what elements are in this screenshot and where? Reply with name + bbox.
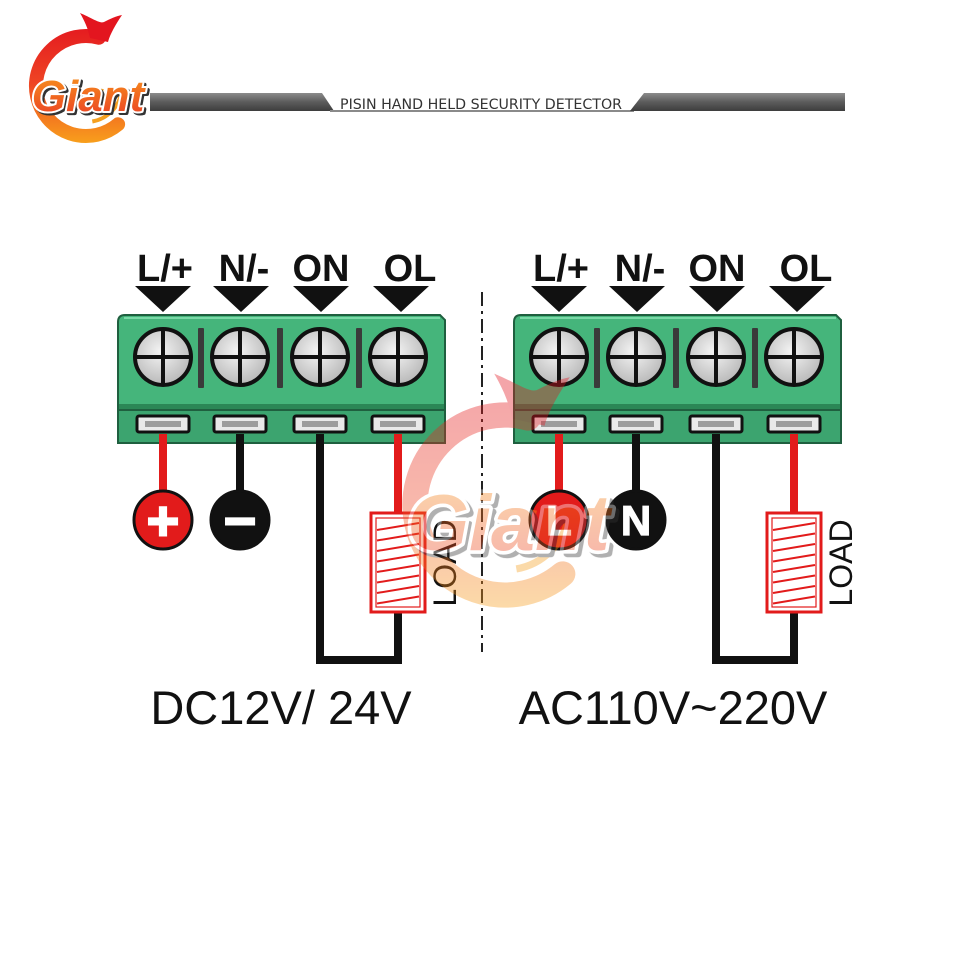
- logo-tail: [80, 13, 122, 42]
- ac-wiring: L/+ N/- ON OL: [513, 248, 859, 734]
- coil-winding: [772, 532, 816, 542]
- coil-winding: [376, 585, 420, 594]
- logo-ripples: [88, 88, 124, 124]
- logo-ripple: [88, 88, 104, 104]
- header-bar-right: [630, 93, 845, 111]
- supply-terminal-neutral: N: [605, 489, 667, 551]
- wire-slot-opening: [776, 421, 812, 427]
- arrow-down-icon: [609, 286, 665, 312]
- supply-terminal-positive: +: [132, 488, 194, 553]
- wire-slot-opening: [222, 421, 258, 427]
- terminal-separator: [752, 328, 758, 388]
- terminal-arrows: [135, 286, 429, 312]
- terminal-screw-icon: [290, 327, 350, 387]
- coil-winding: [376, 595, 420, 605]
- terminal-arrows: [531, 286, 825, 312]
- wire-on-loop: [712, 434, 798, 664]
- load-core: [771, 517, 817, 608]
- terminal-labels: L/+ N/- ON OL: [533, 248, 832, 290]
- terminal-label-on: ON: [689, 248, 746, 290]
- wires: [159, 434, 402, 664]
- wire-slot-opening: [145, 421, 181, 427]
- header-banner: PISIN HAND HELD SECURITY DETECTOR: [150, 93, 845, 113]
- logo-ring: [29, 29, 126, 143]
- coil-winding: [772, 574, 816, 584]
- supply-terminal-negative: −: [209, 488, 271, 553]
- terminal-label-n: N/-: [219, 248, 270, 290]
- supply-symbol: +: [147, 489, 180, 552]
- coil-winding: [772, 553, 816, 563]
- terminal-separator: [198, 328, 204, 388]
- wire-slot-opening: [302, 421, 338, 427]
- arrow-down-icon: [769, 286, 825, 312]
- coil-winding: [376, 574, 420, 584]
- terminal-label-n: N/-: [615, 248, 666, 290]
- ac-wiring-graphic: L/+ N/- ON OL: [513, 248, 859, 664]
- wire-slot: [608, 414, 664, 434]
- arrow-down-icon: [531, 286, 587, 312]
- terminal-label-l: L/+: [533, 248, 589, 290]
- terminal-label-ol: OL: [384, 248, 437, 290]
- supply-node: [209, 489, 271, 551]
- coil-winding: [772, 564, 816, 573]
- wire-slot: [688, 414, 744, 434]
- terminal-block-ledge: [515, 404, 840, 410]
- terminal-labels: L/+ N/- ON OL: [137, 248, 436, 290]
- coil-winding: [772, 585, 816, 594]
- voltage-caption: AC110V~220V: [519, 681, 828, 734]
- terminal-label-on: ON: [293, 248, 350, 290]
- dc-wiring: L/+ N/- ON OL: [117, 248, 463, 734]
- logo-ripple: [91, 91, 124, 124]
- wire-slot-opening: [541, 421, 577, 427]
- terminal-label-ol: OL: [780, 248, 833, 290]
- terminal-screw-icon: [764, 327, 824, 387]
- logo-ripple: [90, 90, 114, 114]
- arrow-down-icon: [293, 286, 349, 312]
- wire-on-loop: [316, 434, 402, 664]
- wire-slot: [292, 414, 348, 434]
- wire-slot: [135, 414, 191, 434]
- terminal-block-ledge: [119, 404, 444, 410]
- load-coil: [765, 511, 823, 614]
- supply-symbol: −: [224, 489, 257, 552]
- terminal-block: [513, 314, 842, 444]
- terminal-separator: [356, 328, 362, 388]
- terminal-label-l: L/+: [137, 248, 193, 290]
- terminal-separator: [277, 328, 283, 388]
- arrow-down-icon: [213, 286, 269, 312]
- wires: [555, 434, 798, 664]
- header-title: PISIN HAND HELD SECURITY DETECTOR: [340, 97, 622, 113]
- wire-slot: [370, 414, 426, 434]
- header-bar-left: [150, 93, 334, 111]
- terminal-block: [117, 314, 446, 444]
- arrow-down-icon: [689, 286, 745, 312]
- supply-node: [132, 489, 194, 551]
- wire-slot-opening: [698, 421, 734, 427]
- terminal-screw-icon: [686, 327, 746, 387]
- coil-winding: [772, 595, 816, 605]
- terminal-screw-icon: [210, 327, 270, 387]
- coil-winding: [772, 522, 816, 531]
- wire-slot: [212, 414, 268, 434]
- wire-slot-opening: [380, 421, 416, 427]
- voltage-caption: DC12V/ 24V: [150, 681, 412, 734]
- load-label: LOAD: [823, 519, 859, 606]
- supply-symbol: N: [621, 497, 651, 544]
- brand-logo: Giant: [29, 13, 149, 143]
- terminal-separator: [673, 328, 679, 388]
- coil-winding: [772, 543, 816, 552]
- terminal-screw-icon: [529, 327, 589, 387]
- arrow-down-icon: [373, 286, 429, 312]
- wire-slot: [766, 414, 822, 434]
- arrow-down-icon: [135, 286, 191, 312]
- terminal-separator: [594, 328, 600, 388]
- terminal-screw-icon: [368, 327, 428, 387]
- wire-slot-opening: [618, 421, 654, 427]
- terminal-screw-icon: [606, 327, 666, 387]
- logo-text: Giant: [32, 72, 147, 121]
- terminal-screw-icon: [133, 327, 193, 387]
